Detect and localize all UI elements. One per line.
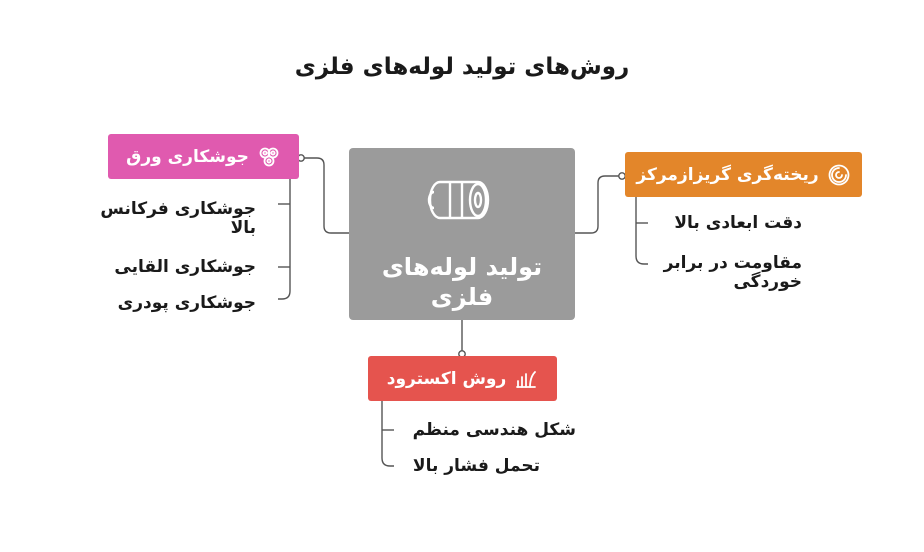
branch-extrusion-label: روش اکسترود [386,368,507,389]
branch-centrifugal-casting: ریخته‌گری گریزازمرکز [625,152,862,197]
cast-item-2: مقاومت در برابر خوردگی [664,254,802,292]
center-label-line2: فلزی [430,283,494,311]
connector-cast [575,175,622,234]
cast-item-2-line2: خوردگی [733,272,802,292]
diagram-title: روش‌های تولید لوله‌های فلزی [294,54,630,80]
branch-sheet-welding-label: جوشکاری ورق [126,146,249,167]
branch-extrusion: روش اکسترود [368,356,557,401]
center-label-line1: تولید لوله‌های [381,253,543,281]
bracket-sheet [278,179,291,300]
swirl-icon [828,164,850,185]
center-label: تولید لوله‌های فلزی [349,252,575,312]
pipe-icon [427,180,490,220]
bracket-cast [635,197,648,265]
gears-icon [259,147,279,166]
branch-sheet-welding: جوشکاری ورق [108,134,299,179]
branch-centrifugal-casting-label: ریخته‌گری گریزازمرکز [636,164,819,185]
ext-item-1: شکل هندسی منظم [412,420,576,440]
center-node [349,148,575,320]
bracket-ext [381,401,394,467]
sheet-item-1-line2: بالا [230,218,256,238]
sheet-item-3: جوشکاری پودری [117,293,256,313]
extrude-icon [516,370,537,388]
sheet-item-1-line1: جوشکاری فرکانس [100,199,256,219]
cast-item-1: دقت ابعادی بالا [674,213,802,233]
cast-item-2-line1: مقاومت در برابر [663,253,802,273]
connector-sheet [301,157,349,234]
sheet-item-2: جوشکاری القایی [114,257,256,277]
ext-item-2: تحمل فشار بالا [412,456,540,476]
sheet-item-1: جوشکاری فرکانس بالا [100,200,256,238]
